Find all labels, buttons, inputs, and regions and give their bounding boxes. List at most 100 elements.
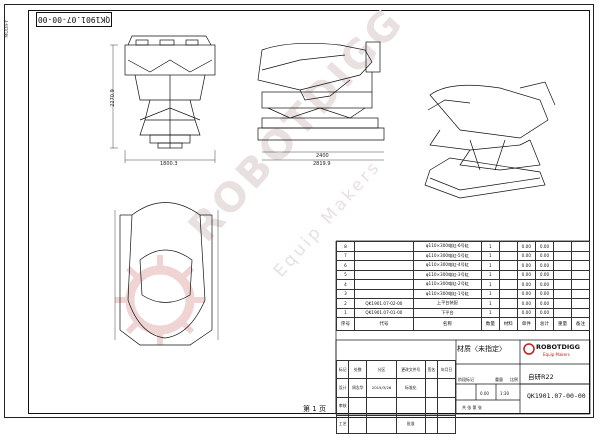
- bom-cell: [498, 288, 518, 299]
- title-block-cell: 审核: [335, 396, 350, 416]
- bom-cell: [553, 260, 572, 271]
- bom-cell: 1: [480, 250, 500, 261]
- bom-cell: [498, 241, 518, 252]
- bom-cell: [571, 269, 590, 280]
- bom-cell: [353, 241, 414, 252]
- scale-value: 1:30: [500, 391, 509, 396]
- side-view: [257, 41, 385, 161]
- bom-cell: 0.00: [516, 241, 536, 252]
- title-block-cell: 处数: [348, 359, 368, 380]
- bom-cell: [571, 288, 590, 299]
- title-block-cell: 更改文件号: [395, 359, 426, 380]
- weight-label: 重量: [495, 377, 503, 382]
- bom-cell: [571, 279, 590, 290]
- bom-cell: 上平台装配: [412, 298, 482, 309]
- bom-cell: 0.00: [516, 298, 536, 309]
- title-block-cell: [366, 414, 397, 434]
- bom-header-row: 序号代号名称数量材料单件总计重量备注: [336, 317, 590, 331]
- bom-cell: 1: [480, 288, 500, 299]
- bom-cell: 0.00: [516, 307, 536, 318]
- bom-cell: [553, 250, 572, 261]
- bom-cell: [553, 241, 572, 252]
- bom-cell: 0.00: [534, 269, 555, 280]
- bom-cell: 0.00: [516, 288, 536, 299]
- inner-border: [28, 10, 590, 414]
- dim-front-height: 2270.9: [109, 89, 116, 107]
- bom-cell: 1: [480, 298, 500, 309]
- bom-cell: φ110×300电缸-6号缸: [412, 241, 482, 252]
- page-prefix: 第: [303, 405, 310, 413]
- title-block-row: 标记处数分区更改文件号签名年月日: [335, 359, 456, 380]
- bom-cell: 0.00: [534, 307, 555, 318]
- bom-header-cell: 材料: [498, 317, 518, 331]
- gear-watermark-icon: [125, 265, 195, 335]
- bom-cell: φ110×300电缸-2号缸: [412, 279, 482, 290]
- bom-header-cell: 序号: [336, 317, 355, 331]
- bom-cell: [553, 307, 572, 318]
- bom-cell: 2: [336, 298, 355, 309]
- bom-header-cell: 重量: [553, 317, 572, 331]
- bom-cell: 4: [336, 279, 355, 290]
- sheets-label: 共 张 第 张: [462, 405, 482, 410]
- bom-cell: 0.00: [516, 250, 536, 261]
- page-number: 1: [312, 405, 317, 413]
- bom-cell: φ110×300电缸-1号缸: [412, 288, 482, 299]
- bom-cell: [498, 279, 518, 290]
- bom-cell: 7: [336, 250, 355, 261]
- bom-cell: 6: [336, 260, 355, 271]
- bom-cell: QK1901.07-02-00: [353, 298, 414, 309]
- title-block-cell: [437, 414, 456, 434]
- title-block-cell: [437, 378, 456, 398]
- company-logo-sub: Equip Makers: [543, 352, 570, 357]
- bom-cell: 0.00: [516, 260, 536, 271]
- drawing-sheet: QK1901.07-00-00 MODIFY ROBOTDIGG Equip M…: [4, 0, 594, 434]
- bom-cell: [553, 269, 572, 280]
- stage-label: 阶段标记: [458, 377, 474, 382]
- weight-value: 0.00: [480, 391, 489, 396]
- bom-cell: 0.00: [534, 260, 555, 271]
- bom-cell: QK1901.07-01-00: [353, 307, 414, 318]
- title-block-cell: 标记: [335, 359, 350, 380]
- bom-cell: [498, 260, 518, 271]
- bom-cell: 0.00: [534, 250, 555, 261]
- bom-cell: [571, 307, 590, 318]
- bom-header-cell: 单件: [516, 317, 536, 331]
- title-block-cell: [366, 396, 397, 416]
- bom-cell: [498, 298, 518, 309]
- bom-cell: φ110×300电缸-4号缸: [412, 260, 482, 271]
- title-block-cell: 年月日: [437, 359, 456, 380]
- page-indicator: 第 1 页: [303, 404, 326, 414]
- bom-cell: [353, 279, 414, 290]
- bom-cell: 3: [336, 288, 355, 299]
- title-block-cell: 签名: [424, 359, 439, 380]
- bom-cell: 0.00: [516, 269, 536, 280]
- logo-gear-icon: [523, 343, 535, 355]
- bom-cell: 1: [480, 260, 500, 271]
- bom-header-cell: 总计: [534, 317, 555, 331]
- title-block-cell: 周志华: [348, 378, 368, 398]
- title-block-cell: [437, 396, 456, 416]
- title-block-cell: 工艺: [335, 414, 350, 434]
- front-view: [110, 35, 216, 163]
- bom-cell: 下平台: [412, 307, 482, 318]
- bom-cell: [353, 269, 414, 280]
- bom-cell: [498, 269, 518, 280]
- bom-cell: [498, 307, 518, 318]
- title-block-cell: 批准: [395, 414, 426, 434]
- bom-cell: [571, 250, 590, 261]
- bom-cell: [553, 279, 572, 290]
- technical-drawing: [110, 35, 591, 415]
- material-label: 材质〈未指定〉: [457, 345, 506, 353]
- bom-cell: 1: [480, 279, 500, 290]
- outer-border: [4, 4, 594, 418]
- bom-cell: 0.00: [534, 288, 555, 299]
- title-block-cell: [348, 414, 368, 434]
- title-drawing-number: QK1901.07-00-00: [527, 392, 586, 400]
